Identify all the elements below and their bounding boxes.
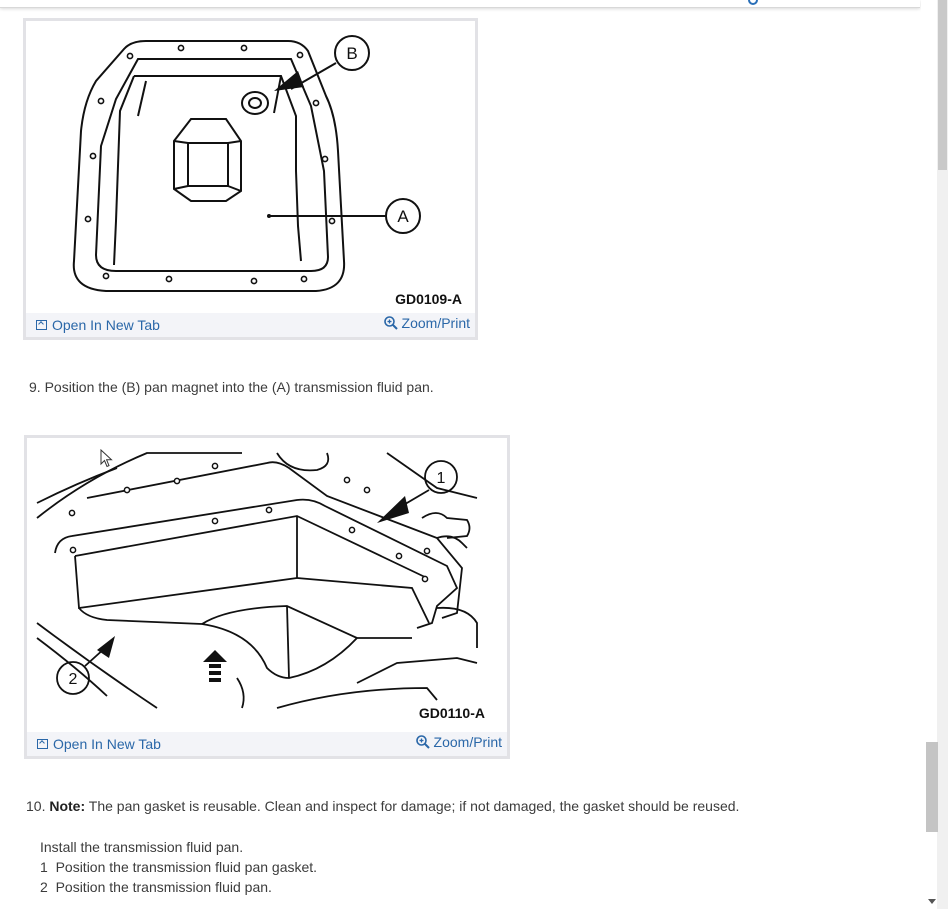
open-tab-icon — [37, 739, 48, 749]
callout-2-label: 2 — [69, 671, 78, 688]
note-text: The pan gasket is reusable. Clean and in… — [88, 798, 740, 814]
figure-gd0109: B A GD0109-A Open In New Tab Zoom/Print — [23, 18, 478, 340]
step-10-text: 10. Note: The pan gasket is reusable. Cl… — [26, 798, 739, 814]
magnifier-icon — [383, 316, 398, 330]
magnifier-icon — [415, 735, 430, 749]
figure-gd0110: 1 2 GD0110-A Open In New Tab Zoom/Print — [24, 435, 510, 759]
open-tab-icon — [36, 320, 47, 330]
zoom-print-link[interactable]: Zoom/Print — [383, 315, 470, 331]
open-in-new-tab-label: Open In New Tab — [52, 317, 160, 333]
open-in-new-tab-link[interactable]: Open In New Tab — [37, 736, 161, 752]
figure-caption-bar: Open In New Tab Zoom/Print — [26, 313, 475, 337]
top-toolbar — [0, 0, 920, 8]
toolbar-indicator-icon[interactable] — [748, 0, 758, 5]
figure-code: GD0109-A — [395, 291, 462, 307]
open-in-new-tab-link[interactable]: Open In New Tab — [36, 317, 160, 333]
substep-1: 1 Position the transmission fluid pan ga… — [40, 859, 318, 875]
note-label: Note: — [49, 798, 86, 814]
step-10-number: 10. — [26, 798, 46, 814]
transmission-pan-illustration: B A GD0109-A — [26, 21, 475, 313]
open-in-new-tab-label: Open In New Tab — [53, 736, 161, 752]
scroll-down-arrow-icon[interactable] — [928, 899, 936, 904]
callout-a-label: A — [397, 207, 409, 226]
outer-scrollbar-thumb[interactable] — [938, 0, 947, 170]
substep-2: 2 Position the transmission fluid pan. — [40, 879, 272, 895]
zoom-print-label: Zoom/Print — [433, 734, 502, 750]
callout-b-label: B — [346, 44, 357, 63]
figure-caption-bar: Open In New Tab Zoom/Print — [27, 732, 507, 756]
step-9-text: 9. Position the (B) pan magnet into the … — [29, 379, 434, 395]
install-heading: Install the transmission fluid pan. — [40, 839, 244, 855]
inner-scrollbar-thumb[interactable] — [926, 742, 938, 832]
zoom-print-link[interactable]: Zoom/Print — [415, 734, 502, 750]
figure-code: GD0110-A — [419, 705, 485, 721]
callout-1-label: 1 — [437, 470, 446, 487]
pan-installation-illustration: 1 2 GD0110-A — [27, 438, 507, 732]
zoom-print-label: Zoom/Print — [401, 315, 470, 331]
outer-scrollbar[interactable] — [937, 0, 948, 909]
mouse-cursor-icon — [100, 449, 113, 468]
